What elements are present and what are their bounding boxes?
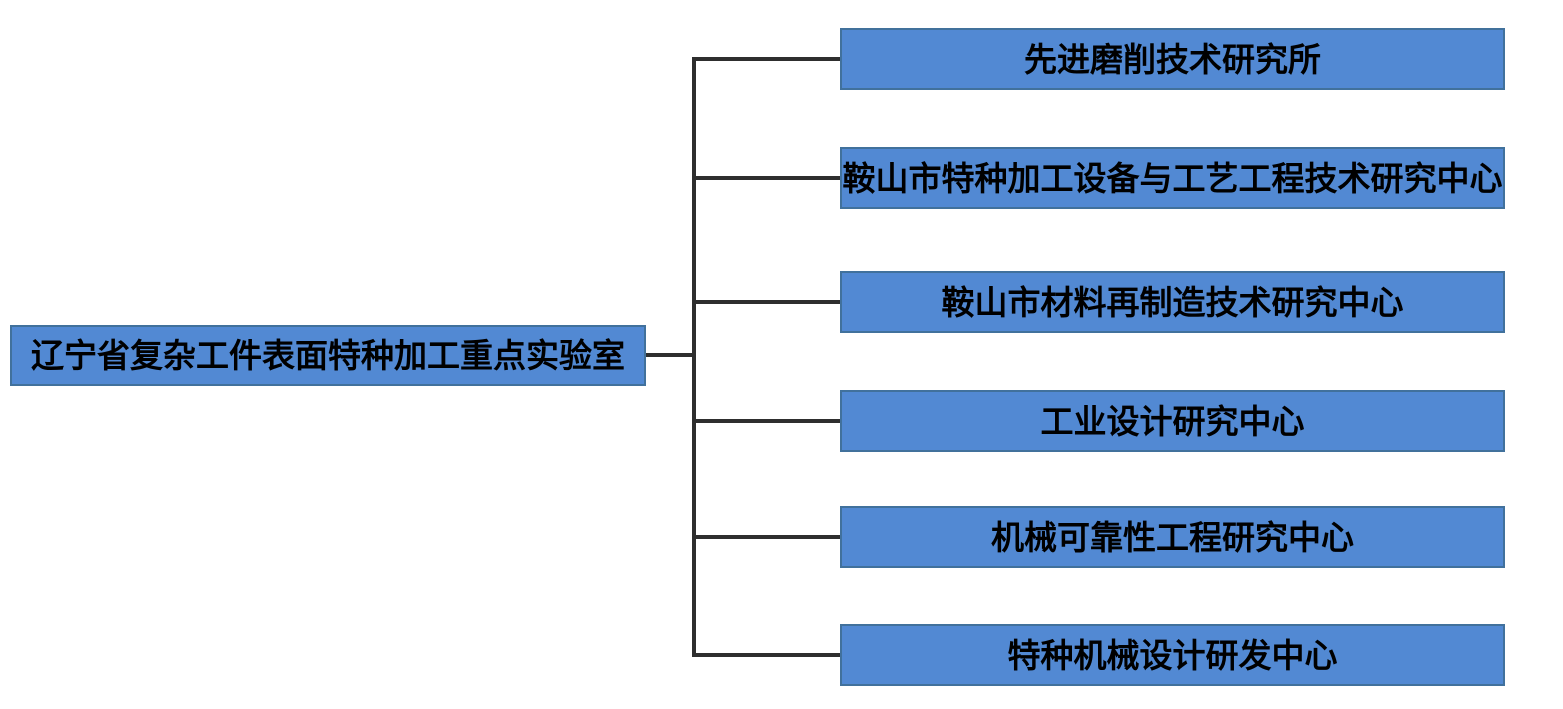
branch-node-industrial-design-center: 工业设计研究中心 [840,390,1505,452]
branch-node-label: 机械可靠性工程研究中心 [991,517,1354,557]
connector-branch-6 [692,653,840,657]
branch-node-remanufacturing-center: 鞍山市材料再制造技术研究中心 [840,271,1505,333]
connector-branch-5 [692,535,840,539]
branch-node-label: 工业设计研究中心 [1040,401,1305,441]
connector-trunk [692,57,696,657]
root-node-label: 辽宁省复杂工件表面特种加工重点实验室 [31,336,625,375]
connector-branch-3 [692,300,840,304]
branch-node-label: 特种机械设计研发中心 [1007,635,1338,675]
branch-node-special-machinery-rnd-center: 特种机械设计研发中心 [840,624,1505,686]
root-node-laboratory: 辽宁省复杂工件表面特种加工重点实验室 [10,325,646,386]
connector-branch-4 [692,419,840,423]
branch-node-label: 鞍山市材料再制造技术研究中心 [941,282,1404,322]
branch-node-special-machining-center: 鞍山市特种加工设备与工艺工程技术研究中心 [840,147,1505,209]
connector-branch-1 [692,57,840,61]
branch-node-label: 鞍山市特种加工设备与工艺工程技术研究中心 [842,158,1503,198]
connector-root-stem [646,353,696,357]
branch-node-reliability-engineering-center: 机械可靠性工程研究中心 [840,506,1505,568]
branch-node-grinding-institute: 先进磨削技术研究所 [840,28,1505,90]
branch-node-label: 先进磨削技术研究所 [1024,39,1321,79]
connector-branch-2 [692,176,840,180]
